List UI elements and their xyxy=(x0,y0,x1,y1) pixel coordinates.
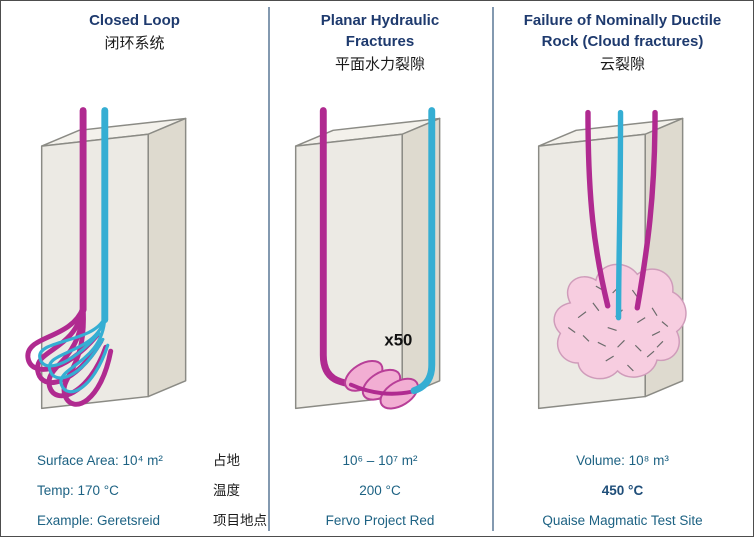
injection-pipe xyxy=(320,107,355,389)
stat-temperature: 200 °C xyxy=(359,483,401,498)
panel-divider-right xyxy=(492,7,494,531)
planar-fractures-stats: 10⁶ – 10⁷ m² 200 °C Fervo Project Red xyxy=(268,436,492,536)
planar-fractures-title-zh: 平面水力裂隙 xyxy=(334,56,425,73)
closed-loop-illustration xyxy=(12,81,239,436)
cloud-fractures-svg xyxy=(537,109,687,410)
injection-pipe-right xyxy=(634,109,658,311)
stat-temperature: 450 °C xyxy=(601,483,644,498)
cloud-fractures-title-en: Failure of Nominally Ductile Rock (Cloud… xyxy=(523,12,722,50)
cloud-fractures-illustration xyxy=(509,81,736,436)
panel-divider-left xyxy=(268,7,270,531)
stat-surface-area: 10⁶ – 10⁷ m² xyxy=(342,453,418,468)
planar-fractures-header: Planar Hydraulic Fractures 平面水力裂隙 xyxy=(268,1,492,81)
stat-temperature: Temp: 170 °C 温度 xyxy=(37,483,240,498)
cloud-fractures-header: Failure of Nominally Ductile Rock (Cloud… xyxy=(492,1,753,81)
stat-example-site: Quaise Magmatic Test Site xyxy=(542,513,703,528)
closed-loop-title-en: Closed Loop xyxy=(89,12,180,29)
planar-fractures-title-en: Planar Hydraulic Fractures xyxy=(320,12,440,50)
closed-loop-stats: Surface Area: 10⁴ m² 占地 Temp: 170 °C 温度 … xyxy=(1,436,268,536)
planar-fractures-illustration: x50 xyxy=(266,81,493,436)
x50-annotation: x50 xyxy=(385,330,413,349)
stat-example-site: Fervo Project Red xyxy=(325,513,435,528)
cloud-fractures-title-zh: 云裂隙 xyxy=(599,56,645,73)
production-pipe xyxy=(411,107,436,395)
cloud-fractures-stats: Volume: 10⁸ m³ 450 °C Quaise Magmatic Te… xyxy=(492,436,753,536)
micro-crack-ticks xyxy=(567,285,669,372)
closed-loop-header: Closed Loop 闭环系统 xyxy=(1,1,268,81)
panel-cloud-fractures: Failure of Nominally Ductile Rock (Cloud… xyxy=(492,1,753,536)
production-pipe xyxy=(615,109,624,321)
panel-planar-fractures: Planar Hydraulic Fractures 平面水力裂隙 x50 xyxy=(268,1,492,536)
panel-closed-loop: Closed Loop 闭环系统 xyxy=(1,1,268,536)
fracture-cloud xyxy=(553,263,687,380)
stat-volume: Volume: 10⁸ m³ xyxy=(576,453,669,468)
closed-loop-title-zh: 闭环系统 xyxy=(104,35,165,52)
cloud-fracture-pipes xyxy=(585,109,658,321)
closed-loop-svg xyxy=(25,107,187,410)
disc-connector-pipe xyxy=(349,382,415,396)
closed-loop-pipes xyxy=(25,107,114,407)
planar-fractures-svg: x50 xyxy=(295,107,441,410)
stat-example-site: Example: Geretsreid 项目地点 xyxy=(37,513,267,528)
stat-surface-area: Surface Area: 10⁴ m² 占地 xyxy=(37,453,240,468)
injection-pipe-left xyxy=(585,109,611,309)
